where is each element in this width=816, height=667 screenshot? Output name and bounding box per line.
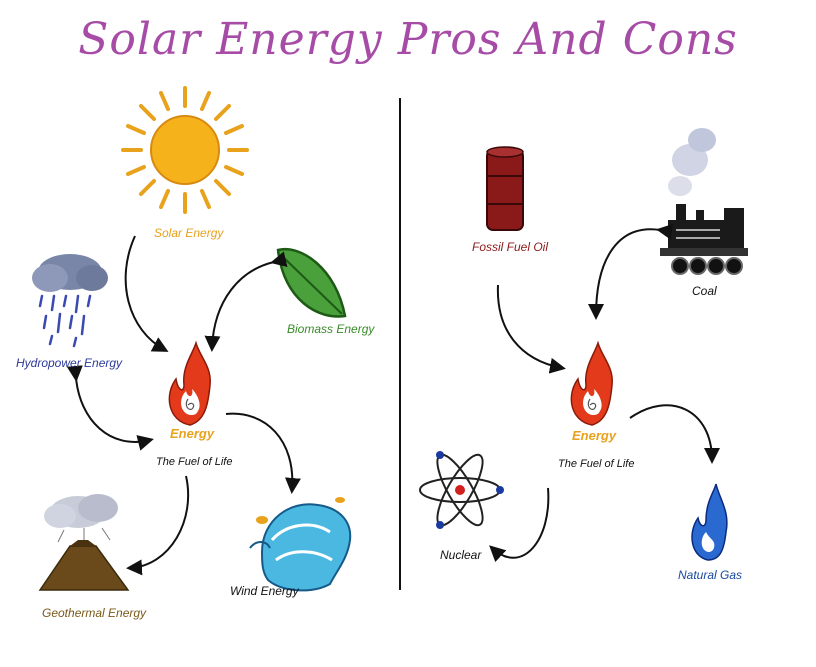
left-center-label: Energy: [170, 426, 215, 441]
wind-energy-label: Wind Energy: [230, 584, 299, 598]
natural-gas-label: Natural Gas: [678, 568, 743, 582]
flame-icon-left: [168, 340, 211, 426]
left-center-sublabel: The Fuel of Life: [156, 456, 233, 468]
biomass-energy-label: Biomass Energy: [287, 322, 375, 336]
rain-cloud-icon: [32, 254, 108, 348]
nuclear-label: Nuclear: [440, 548, 482, 562]
solar-energy-label: Solar Energy: [154, 226, 224, 240]
page-title: Solar Energy Pros And Cons: [78, 14, 738, 65]
right-center-sublabel: The Fuel of Life: [558, 458, 635, 470]
oil-barrel-icon: [486, 146, 524, 231]
hydropower-energy-label: Hydropower Energy: [16, 356, 123, 370]
gas-flame-icon: [691, 483, 728, 561]
right-center-label: Energy: [572, 428, 617, 443]
flame-icon-right: [570, 340, 613, 426]
leaf-icon: [276, 247, 347, 318]
fossil-fuel-oil-label: Fossil Fuel Oil: [472, 240, 549, 254]
geothermal-energy-label: Geothermal Energy: [42, 606, 147, 620]
coal-label: Coal: [692, 284, 717, 298]
train-icon: [660, 128, 748, 275]
sun-icon: [121, 86, 249, 214]
volcano-icon: [38, 494, 130, 591]
wave-icon: [249, 497, 352, 592]
atom-icon: [419, 451, 504, 529]
